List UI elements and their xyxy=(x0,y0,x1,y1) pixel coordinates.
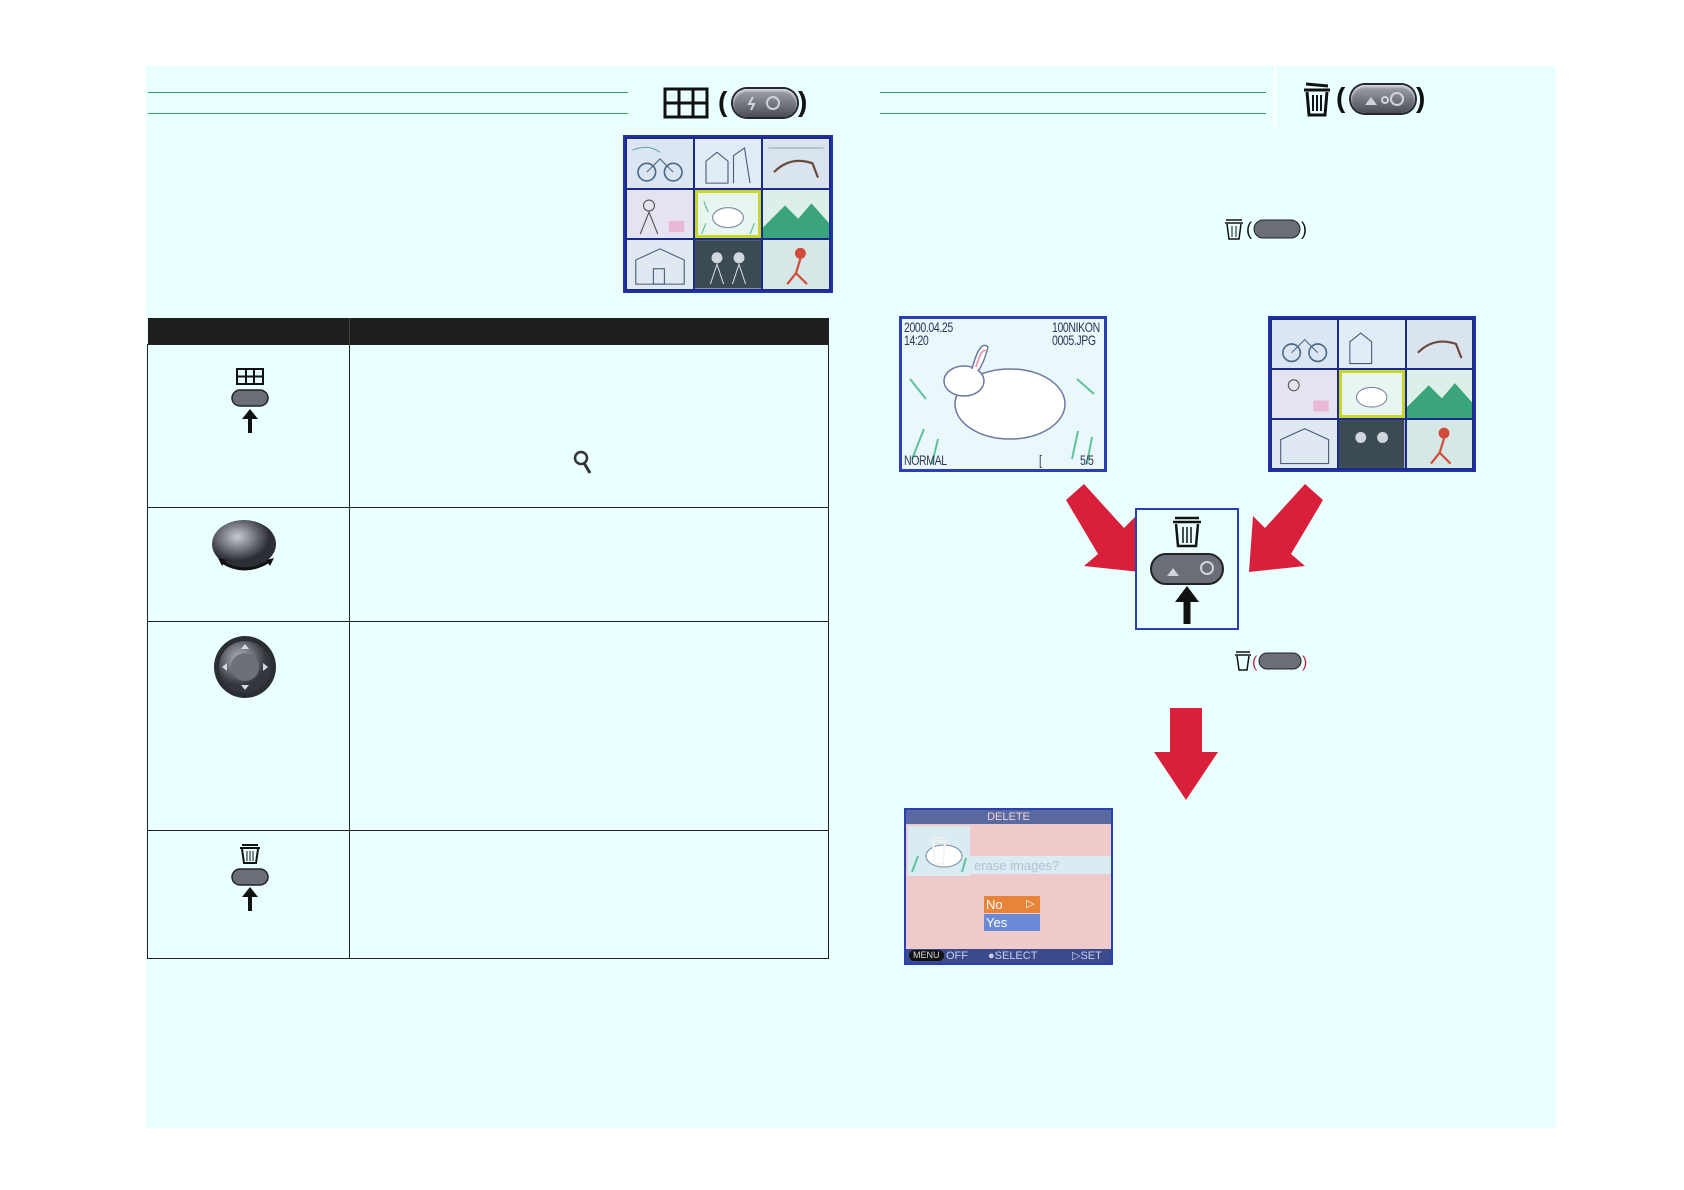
table-row xyxy=(147,621,829,831)
delete-confirmation-screen: DELETE erase images? No ▷ Yes MENU OFF ●… xyxy=(904,808,1113,965)
table-header-control xyxy=(147,318,350,345)
paren-open: ( xyxy=(718,86,728,117)
svg-text:): ) xyxy=(1302,654,1307,671)
full-frame-playback-screen: 2000.04.25 14:20 100NIKON 0005.JPG NORMA… xyxy=(899,316,1107,472)
playback-folder: 100NIKON xyxy=(1052,319,1100,335)
delete-button-press-icon xyxy=(230,841,270,918)
thumbnail-building xyxy=(1272,420,1338,468)
multi-selector-icon xyxy=(212,634,278,705)
delete-dialog-titlebar xyxy=(906,810,1111,824)
delete-option-yes[interactable]: Yes xyxy=(984,914,1040,931)
inline-delete-button-icon-small: ( ) xyxy=(1232,648,1312,677)
thumbnail-cyclist xyxy=(627,139,693,188)
footer-off-label: OFF xyxy=(946,950,968,962)
header-rule-bottom-left xyxy=(148,113,628,114)
svg-text:(: ( xyxy=(1246,219,1252,239)
delete-dialog-prompt: erase images? xyxy=(974,858,1060,873)
table-cell-description xyxy=(349,621,829,831)
table-cell-description xyxy=(349,344,829,508)
red-arrow-diagonal-left xyxy=(1249,484,1323,572)
playback-quality: NORMAL xyxy=(904,452,947,468)
delete-dialog-footer: MENU OFF ●SELECT ▷SET xyxy=(906,949,1111,963)
thumbnail-people xyxy=(627,189,693,239)
thumbnail-mountain xyxy=(1406,370,1472,418)
delete-option-yes-label: Yes xyxy=(986,915,1008,930)
delete-option-no[interactable]: No ▷ xyxy=(984,896,1040,913)
playback-bracket: [ xyxy=(1039,452,1042,468)
thumbnail-grid-icon xyxy=(663,87,709,124)
footer-select-label: ●SELECT xyxy=(988,950,1038,962)
table-header-row xyxy=(147,318,829,345)
delete-mode-button-icon xyxy=(1351,85,1415,113)
thumbnail-horse xyxy=(763,139,829,188)
flash-mode-button-icon xyxy=(733,89,797,117)
command-dial-icon xyxy=(210,516,280,583)
red-arrow-diagonal-right xyxy=(1066,484,1140,572)
delete-button-callout xyxy=(1135,508,1239,630)
footer-set-label: ▷SET xyxy=(1072,950,1102,962)
thumbnail-grid-button-press-icon xyxy=(230,367,270,440)
svg-text:): ) xyxy=(1301,219,1307,239)
paren-close: ) xyxy=(798,86,808,117)
table-row xyxy=(147,507,829,622)
header-rule-top-left xyxy=(148,92,628,93)
table-cell-icon xyxy=(147,621,350,831)
thumbnail-football xyxy=(1339,420,1405,468)
thumbnail-mountain xyxy=(763,189,829,239)
rabbit-image xyxy=(902,319,1104,469)
thumbnail-football xyxy=(695,240,761,289)
playback-time: 14:20 xyxy=(904,332,929,348)
delete-button-press-icon xyxy=(1150,516,1224,624)
thumbnail-cyclist xyxy=(1272,320,1338,368)
delete-dialog-title: DELETE xyxy=(987,811,1030,823)
header-separator xyxy=(1274,66,1276,128)
thumbnail-rabbit-selected xyxy=(695,189,761,239)
thumbnail-people xyxy=(1272,370,1338,418)
menu-button-label: MENU xyxy=(909,950,944,961)
paren-open: ( xyxy=(1336,82,1346,113)
trash-icon xyxy=(1300,80,1334,123)
svg-text:(: ( xyxy=(1252,654,1258,671)
inline-delete-button-icon: ( ) xyxy=(1222,215,1312,246)
delete-option-no-label: No xyxy=(986,897,1003,912)
table-row xyxy=(147,344,829,508)
thumbnail-runner xyxy=(1406,420,1472,468)
thumbnail-runner xyxy=(763,240,829,289)
playback-filename: 0005.JPG xyxy=(1052,332,1096,348)
table-cell-description xyxy=(349,830,829,959)
header-rule-bottom-right xyxy=(880,113,1266,114)
table-cell-description xyxy=(349,507,829,622)
red-arrow-down xyxy=(1154,708,1218,800)
option-marker-icon: ▷ xyxy=(1026,898,1035,910)
playback-date: 2000.04.25 xyxy=(904,319,953,335)
zoom-magnifier-icon xyxy=(572,449,594,482)
thumbnail-monument xyxy=(695,139,761,188)
controls-table xyxy=(147,318,829,959)
header-rule-top-right xyxy=(880,92,1266,93)
thumbnail-preview-grid xyxy=(623,135,833,293)
thumbnail-horse xyxy=(1406,320,1472,368)
playback-frame-count: 5/5 xyxy=(1080,452,1094,468)
table-row xyxy=(147,830,829,959)
thumbnail-monument xyxy=(1339,320,1405,368)
table-header-description xyxy=(349,318,829,345)
thumbnail-rabbit-selected xyxy=(1339,370,1405,418)
delete-dialog-thumbnail xyxy=(908,826,970,876)
table-cell-icon xyxy=(147,344,350,508)
thumbnail-building xyxy=(627,240,693,289)
table-cell-icon xyxy=(147,507,350,622)
paren-close: ) xyxy=(1416,82,1426,113)
table-cell-icon xyxy=(147,830,350,959)
thumbnail-playback-screen xyxy=(1268,316,1476,472)
delete-dialog-prompt-band xyxy=(970,856,1111,874)
